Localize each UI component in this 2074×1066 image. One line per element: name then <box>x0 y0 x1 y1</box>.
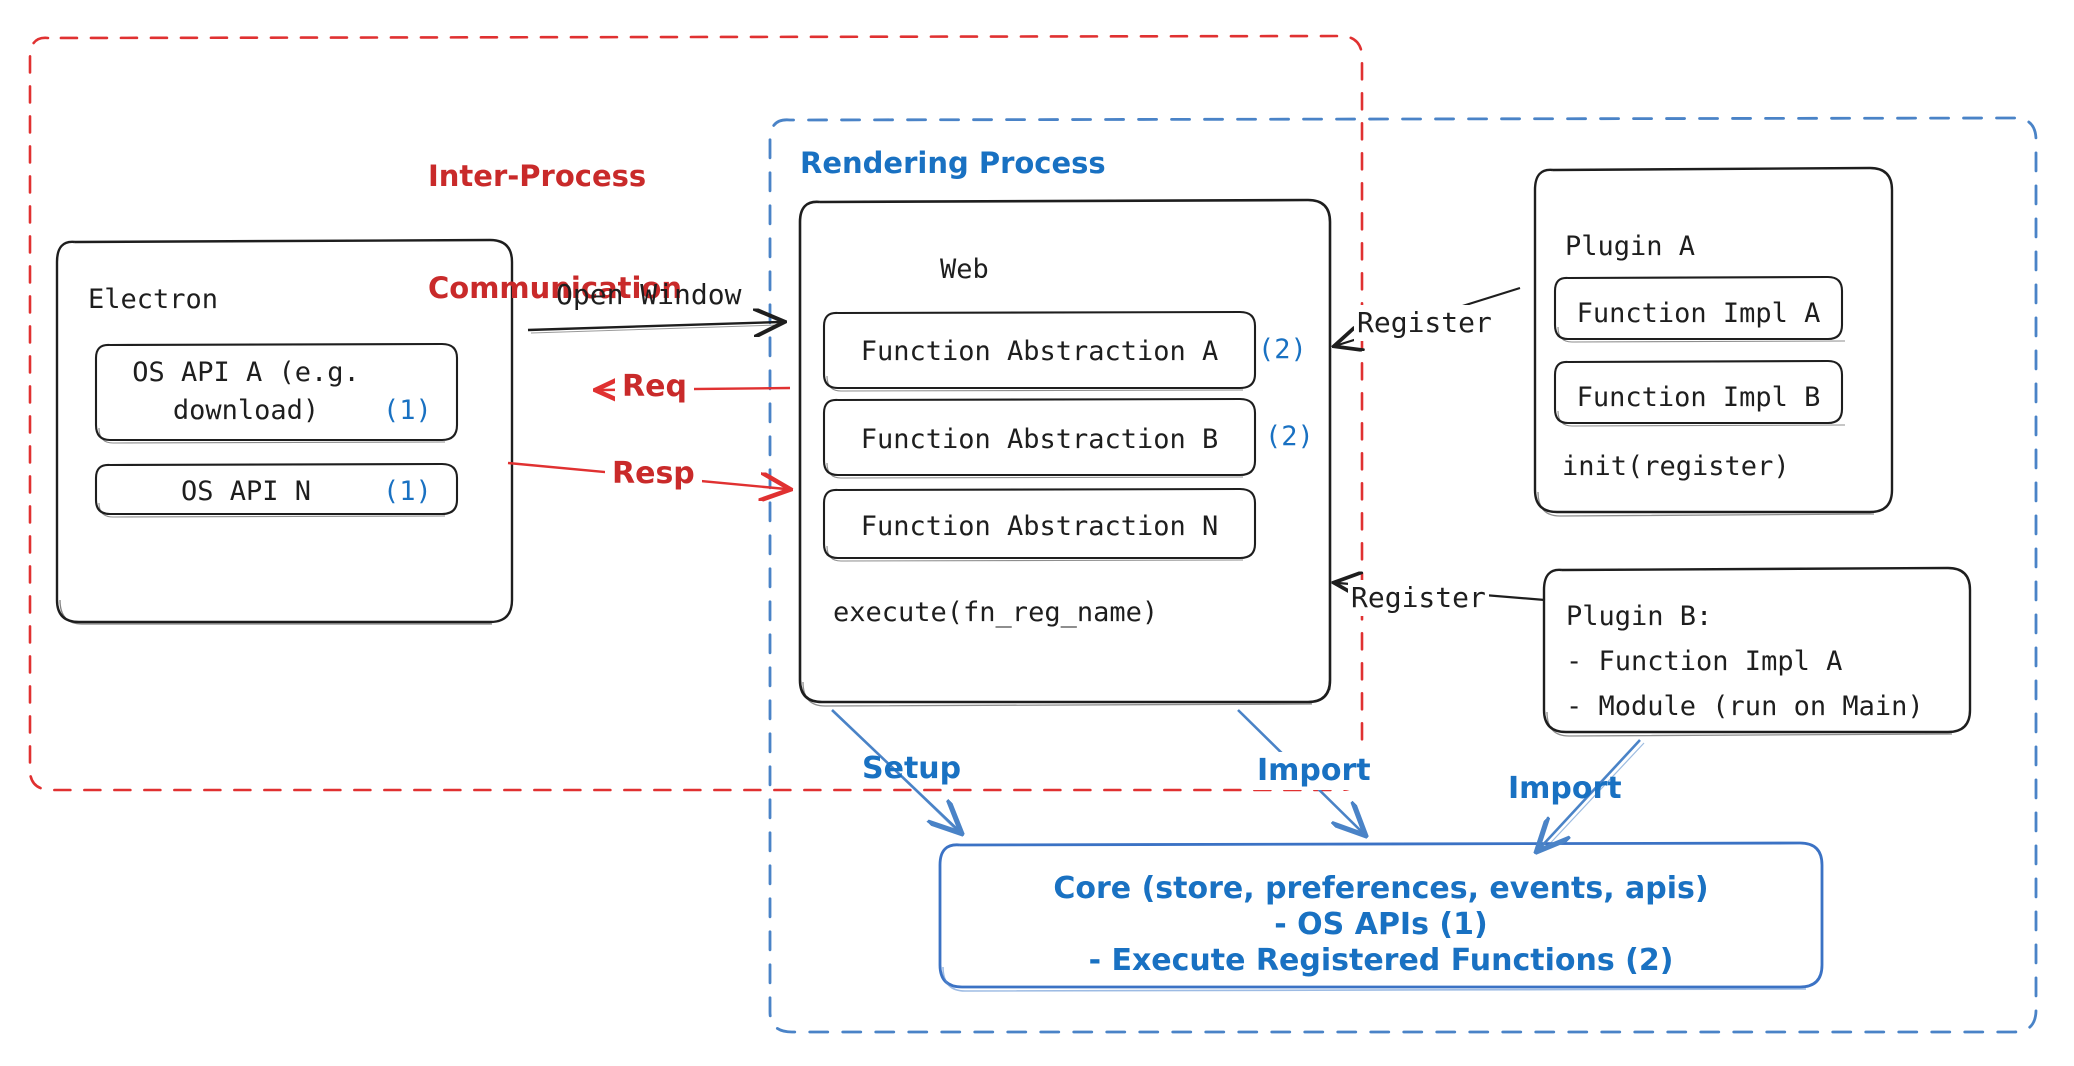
resp-edge-label: Resp <box>605 455 702 494</box>
os-api-a-label-line2: download) <box>172 395 320 426</box>
ipc-label: Inter-Process Communication <box>428 84 682 381</box>
function-abstraction-a-tag: (2) <box>1258 334 1307 365</box>
function-abstraction-b-tag: (2) <box>1265 421 1314 452</box>
core-line-2: - OS APIs (1) <box>1274 907 1488 942</box>
plugin-a-footer-init: init(register) <box>1562 451 1790 482</box>
setup-edge-label: Setup <box>862 751 962 786</box>
plugin-b-title: Plugin B: <box>1566 601 1713 632</box>
rendering-process-label: Rendering Process <box>800 146 1106 180</box>
os-api-a-label-line1: OS API A (e.g. <box>132 357 360 388</box>
function-abstraction-a-label: Function Abstraction A <box>860 336 1219 367</box>
web-title: Web <box>940 254 989 285</box>
plugin-a-title: Plugin A <box>1565 231 1696 262</box>
plugin-b-item-1: - Module (run on Main) <box>1566 691 1924 722</box>
core-line-1: Core (store, preferences, events, apis) <box>1053 871 1709 906</box>
register-top-edge-label: Register <box>1354 305 1495 341</box>
import-left-edge-label: Import <box>1253 752 1375 791</box>
os-api-a-tag: (1) <box>383 395 432 426</box>
open-window-edge-label: Open Window <box>556 278 742 311</box>
register-bottom-edge-label: Register <box>1348 580 1489 616</box>
function-abstraction-b-label: Function Abstraction B <box>860 424 1219 455</box>
function-impl-b-label: Function Impl B <box>1576 382 1821 413</box>
ipc-label-line1: Inter-Process <box>428 159 647 194</box>
os-api-n-tag: (1) <box>383 476 432 507</box>
import-right-edge-label: Import <box>1508 771 1622 806</box>
web-footer-execute: execute(fn_reg_name) <box>833 597 1159 628</box>
function-abstraction-n-label: Function Abstraction N <box>860 511 1219 542</box>
core-line-3: - Execute Registered Functions (2) <box>1088 943 1674 978</box>
req-edge-label: Req <box>615 368 694 407</box>
electron-title: Electron <box>88 284 219 315</box>
function-impl-a-label: Function Impl A <box>1576 298 1821 329</box>
plugin-b-item-0: - Function Impl A <box>1566 646 1843 677</box>
ipc-label-line2: Communication <box>428 270 683 305</box>
os-api-n-label: OS API N <box>180 476 312 507</box>
